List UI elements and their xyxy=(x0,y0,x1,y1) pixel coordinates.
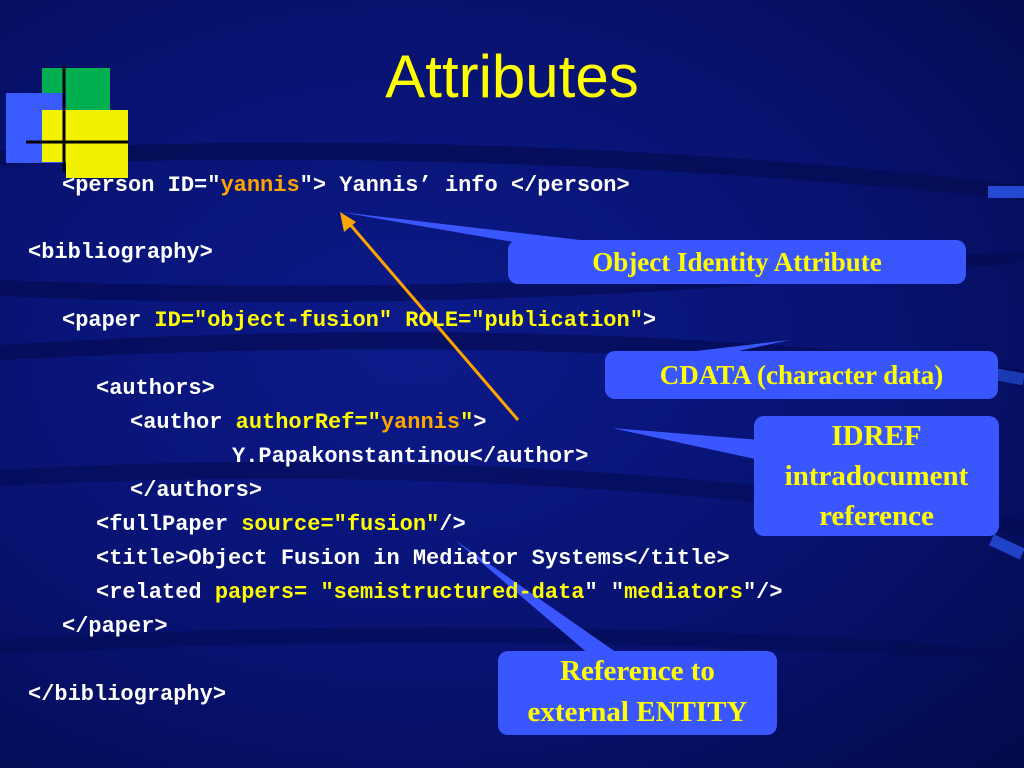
code-attr-papers: papers= "semistructured-data xyxy=(214,580,585,605)
code-text: "/> xyxy=(742,580,783,605)
background-swoosh xyxy=(0,627,1024,662)
code-attr-mediators: mediators xyxy=(624,580,743,605)
code-line-bibliography-open: <bibliography> xyxy=(28,240,213,265)
code-attrs-paper: ID="object-fusion" ROLE="publication" xyxy=(154,308,643,333)
code-line-author-name: Y.Papakonstantinou</author> xyxy=(232,444,589,469)
code-line-bibliography-close: </bibliography> xyxy=(28,682,227,707)
callout-pointer-entity xyxy=(455,540,620,655)
code-attr-source: source="fusion" xyxy=(241,512,440,537)
code-value-yannis: yannis xyxy=(220,173,300,198)
code-text: "> Yannis’ info </person> xyxy=(299,173,630,198)
callout-text: Object Identity Attribute xyxy=(592,247,882,277)
callout-pointer-idref xyxy=(612,428,760,460)
code-attr-quote: " xyxy=(460,410,474,435)
background-swoosh xyxy=(0,250,1024,303)
callout-text: Reference to xyxy=(560,655,715,687)
code-text: <person ID=" xyxy=(62,173,221,198)
code-attr-authorref: authorRef=" xyxy=(235,410,381,435)
callout-idref: IDREF intradocument reference xyxy=(754,416,999,536)
code-line-person: <person ID="yannis"> Yannis’ info </pers… xyxy=(62,173,630,199)
callout-text: CDATA (character data) xyxy=(659,360,944,390)
idref-arrow xyxy=(346,221,520,421)
code-line-related: <related papers= "semistructured-data" "… xyxy=(96,580,783,606)
callout-text: IDREF xyxy=(831,420,922,452)
squares-logo xyxy=(6,66,128,178)
code-line-authors-close: </authors> xyxy=(130,478,263,503)
edge-streak xyxy=(988,186,1024,198)
background-swoosh xyxy=(0,142,1024,200)
code-line-author: <author authorRef="yannis"> xyxy=(130,410,486,436)
code-text: <related xyxy=(96,580,215,605)
code-text: > xyxy=(473,410,487,435)
edge-streak xyxy=(989,367,1024,386)
code-text: <author xyxy=(130,410,236,435)
code-line-authors-open: <authors> xyxy=(96,376,215,401)
code-text: > xyxy=(642,308,657,333)
callout-text: external ENTITY xyxy=(527,696,748,728)
callout-cdata: CDATA (character data) xyxy=(605,351,998,399)
callout-object-identity: Object Identity Attribute xyxy=(508,240,966,284)
callout-text: intradocument xyxy=(784,460,969,492)
code-text: <paper xyxy=(62,308,155,333)
callout-text: reference xyxy=(819,500,934,532)
code-line-paper: <paper ID="object-fusion" ROLE="publicat… xyxy=(62,308,656,334)
code-text: " " xyxy=(584,580,625,605)
edge-streak xyxy=(988,534,1024,560)
callout-entity: Reference to external ENTITY xyxy=(498,651,777,735)
idref-arrowhead xyxy=(340,212,356,232)
code-text: <fullPaper xyxy=(96,512,242,537)
code-text: /> xyxy=(439,512,466,537)
code-line-fullpaper: <fullPaper source="fusion"/> xyxy=(96,512,466,538)
slide-title: Attributes xyxy=(385,43,639,110)
code-line-title: <title>Object Fusion in Mediator Systems… xyxy=(96,546,730,571)
code-line-paper-close: </paper> xyxy=(62,614,168,639)
background-swoosh xyxy=(0,332,1024,385)
code-value-yannis-ref: yannis xyxy=(380,410,461,435)
